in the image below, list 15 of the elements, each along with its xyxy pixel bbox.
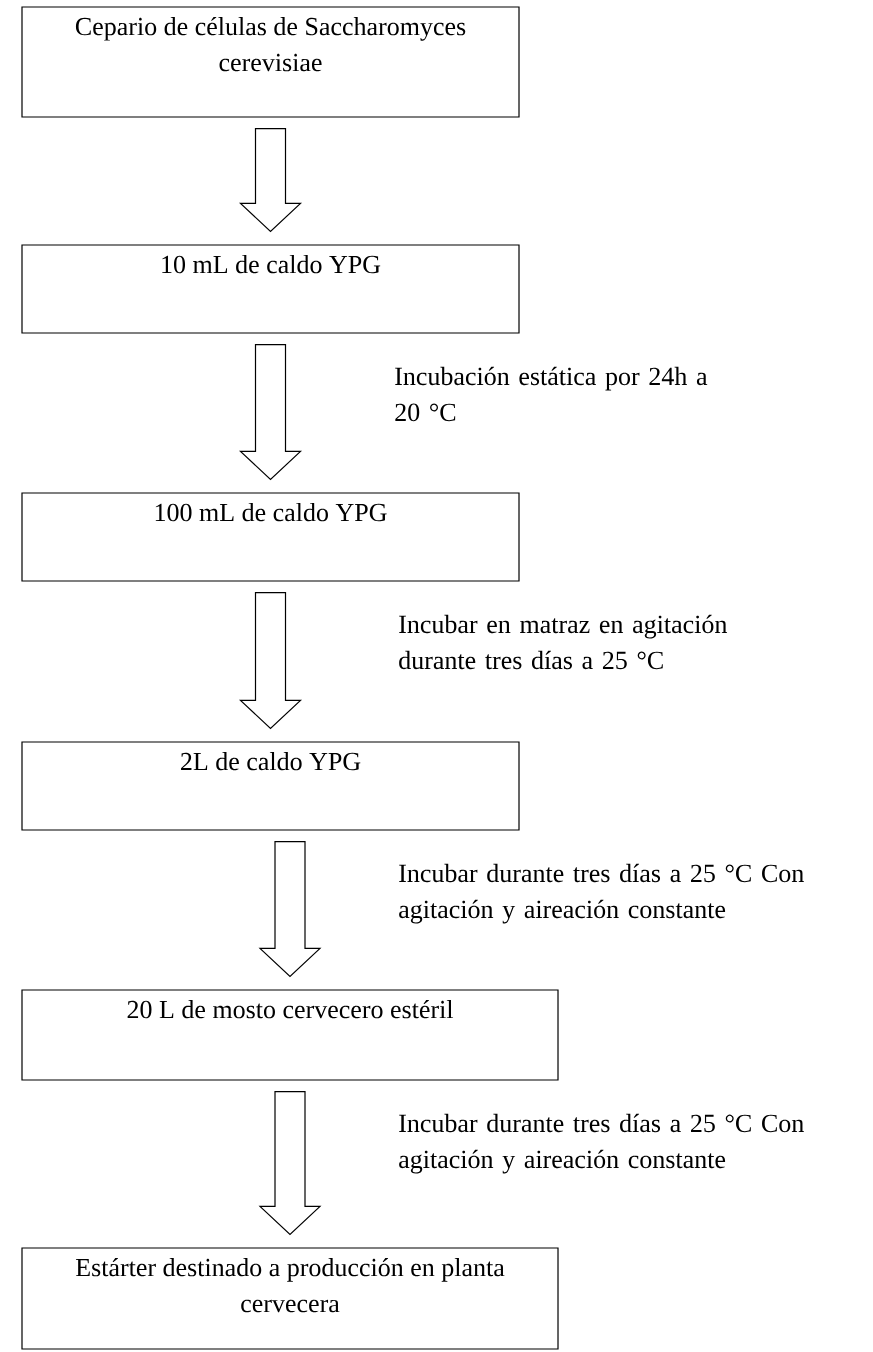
block-arrow: [238, 344, 303, 481]
process-box: 100 mL de caldo YPG: [21, 492, 520, 582]
block-arrow: [238, 128, 303, 233]
block-arrow: [258, 1091, 322, 1236]
edge-label: Incubar en matraz en agitación durante tres días a 25 °C: [399, 614, 728, 670]
process-box: Estárter destinado a producción en planta cervecera: [21, 1247, 559, 1350]
process-box: 20 L de mosto cervecero estéril: [21, 989, 559, 1081]
process-box: Cepario de células de Saccharomyces cerevisiae: [21, 6, 520, 118]
edge-label: Incubación estática por 24h a 20 °C: [395, 366, 708, 422]
process-box: 10 mL de caldo YPG: [21, 244, 520, 334]
block-arrow: [238, 592, 303, 730]
edge-label: Incubar durante tres días a 25 °C Con agitación y aireación constante: [399, 863, 804, 924]
process-box: 2L de caldo YPG: [21, 741, 520, 831]
block-arrow: [258, 841, 322, 978]
edge-label: Incubar durante tres días a 25 °C Con agitación y aireación constante: [399, 1113, 804, 1174]
